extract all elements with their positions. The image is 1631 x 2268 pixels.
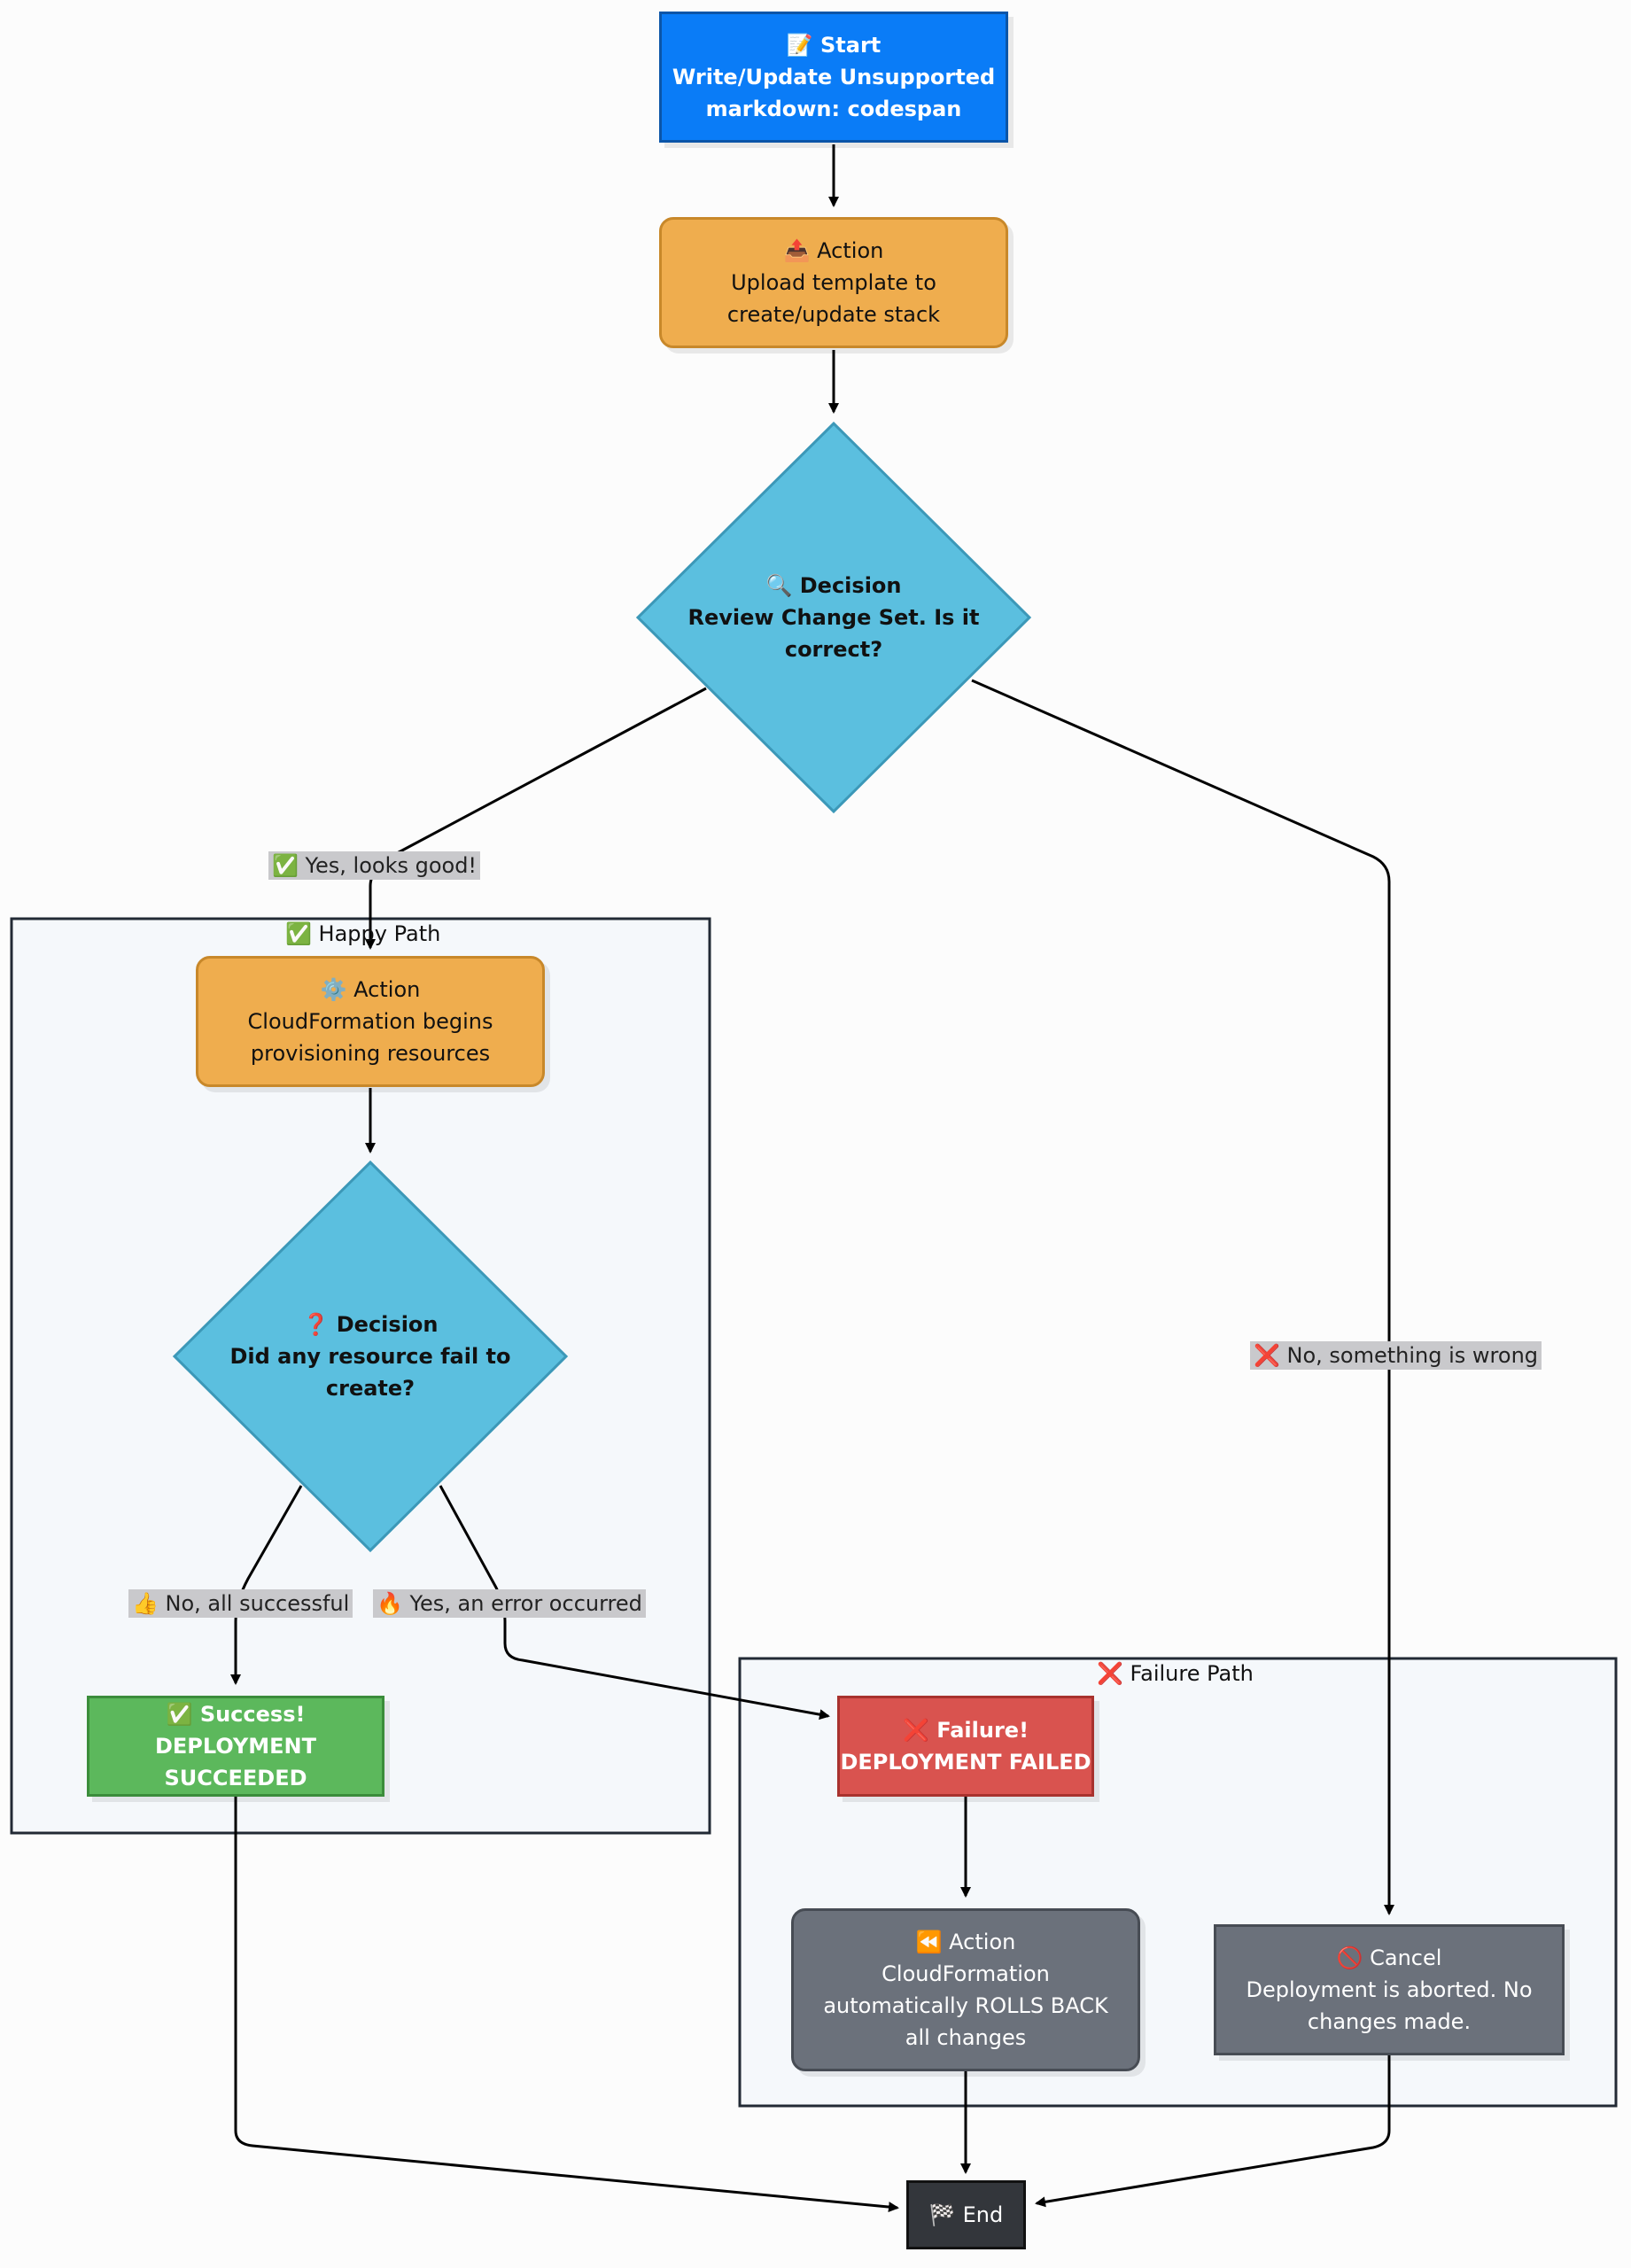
failcheck-decision-text: ❓ Decision Did any resource fail to crea…	[219, 1293, 522, 1420]
provision-title: Action	[353, 977, 421, 1002]
magnifier-icon: 🔍	[765, 573, 793, 598]
edge-label-yes-error-occurred: 🔥 Yes, an error occurred	[373, 1589, 646, 1618]
cancel-node: 🚫 Cancel Deployment is aborted. No chang…	[1214, 1924, 1565, 2055]
failcheck-text-1: Did any resource fail to	[229, 1344, 511, 1369]
edge-label-text: No, all successful	[165, 1591, 350, 1616]
check-icon: ✅	[166, 1702, 193, 1727]
provision-title-line: ⚙️ Action	[321, 974, 421, 1006]
provision-action-node: ⚙️ Action CloudFormation begins provisio…	[196, 956, 545, 1087]
cancel-title-line: 🚫 Cancel	[1337, 1942, 1442, 1974]
cross-icon: ❌	[902, 1718, 929, 1743]
edge-label-no-all-successful: 👍 No, all successful	[128, 1589, 353, 1618]
end-title: End	[962, 2202, 1004, 2227]
failure-path-title-text: Failure Path	[1130, 1661, 1254, 1686]
rollback-title-line: ⏪ Action	[916, 1926, 1016, 1958]
upload-action-node: 📤 Action Upload template to create/updat…	[659, 217, 1008, 348]
failure-title: Failure!	[936, 1718, 1029, 1743]
edge-label-yes-looks-good: ✅ Yes, looks good!	[268, 851, 481, 880]
rollback-text-2: automatically ROLLS BACK	[823, 1993, 1108, 2018]
failure-node: ❌ Failure! DEPLOYMENT FAILED	[837, 1696, 1094, 1797]
upload-title: Action	[817, 238, 884, 263]
start-title: Start	[819, 33, 882, 58]
rollback-text-3: all changes	[905, 2025, 1027, 2050]
failcheck-title: Decision	[336, 1312, 439, 1337]
failure-path-title: ❌ Failure Path	[1097, 1659, 1254, 1688]
rollback-title: Action	[949, 1930, 1016, 1954]
thumbs-up-icon: 👍	[132, 1591, 159, 1616]
cancel-text-1: Deployment is aborted. No	[1246, 1977, 1533, 2002]
failure-text: DEPLOYMENT FAILED	[840, 1750, 1091, 1775]
rollback-action-node: ⏪ Action CloudFormation automatically RO…	[791, 1908, 1140, 2071]
review-decision-diamond	[635, 421, 1032, 814]
outbox-icon: 📤	[783, 238, 811, 263]
success-text: DEPLOYMENT SUCCEEDED	[154, 1734, 316, 1790]
gear-icon: ⚙️	[320, 977, 347, 1002]
edge-success-end	[234, 1797, 899, 2213]
review-title-line: 🔍 Decision	[766, 570, 902, 602]
upload-text-2: create/update stack	[726, 302, 941, 327]
failcheck-text-2: create?	[325, 1376, 416, 1401]
start-title-line: 📝 Start	[787, 29, 882, 61]
end-node: 🏁 End	[906, 2180, 1026, 2249]
edge-review-cancel	[971, 679, 1394, 1915]
happy-path-title: ✅ Happy Path	[285, 920, 440, 948]
edge-cancel-end	[1035, 2055, 1391, 2208]
fire-icon: 🔥	[377, 1591, 403, 1616]
cancel-text-2: changes made.	[1307, 2009, 1472, 2034]
prohibited-icon: 🚫	[1336, 1946, 1363, 1970]
start-text-2: markdown: codespan	[705, 97, 962, 121]
provision-text-2: provisioning resources	[250, 1041, 491, 1066]
rewind-icon: ⏪	[915, 1930, 943, 1954]
review-decision-text: 🔍 Decision Review Change Set. Is it corr…	[682, 554, 985, 681]
check-icon: ✅	[285, 921, 312, 946]
edge-review-provision	[365, 687, 707, 950]
rollback-text-1: CloudFormation	[882, 1961, 1050, 1986]
edge-label-text: No, something is wrong	[1286, 1343, 1539, 1368]
review-text-1: Review Change Set. Is it	[687, 605, 980, 630]
upload-title-line: 📤 Action	[784, 235, 884, 267]
provision-text-1: CloudFormation begins	[247, 1009, 493, 1034]
edge-label-no-something-wrong: ❌ No, something is wrong	[1250, 1341, 1542, 1370]
check-icon: ✅	[272, 853, 299, 878]
upload-text-1: Upload template to	[731, 270, 936, 295]
edge-label-text: Yes, an error occurred	[409, 1591, 642, 1616]
checkered-flag-icon: 🏁	[928, 2202, 956, 2227]
start-text-1: Write/Update Unsupported	[672, 65, 996, 89]
failcheck-title-line: ❓ Decision	[303, 1309, 439, 1340]
success-title-line: ✅ Success!	[167, 1698, 306, 1730]
cross-icon: ❌	[1097, 1661, 1123, 1686]
memo-icon: 📝	[786, 33, 813, 58]
question-icon: ❓	[302, 1312, 330, 1337]
failure-title-line: ❌ Failure!	[903, 1714, 1029, 1746]
success-title: Success!	[199, 1702, 306, 1727]
start-node: 📝 Start Write/Update Unsupported markdow…	[659, 12, 1008, 143]
review-text-2: correct?	[784, 637, 883, 662]
failcheck-decision-diamond	[172, 1160, 569, 1553]
cancel-title: Cancel	[1370, 1946, 1442, 1970]
cross-icon: ❌	[1254, 1343, 1280, 1368]
review-title: Decision	[799, 573, 902, 598]
happy-path-title-text: Happy Path	[318, 921, 441, 946]
edge-label-text: Yes, looks good!	[305, 853, 478, 878]
success-node: ✅ Success! DEPLOYMENT SUCCEEDED	[87, 1696, 384, 1797]
